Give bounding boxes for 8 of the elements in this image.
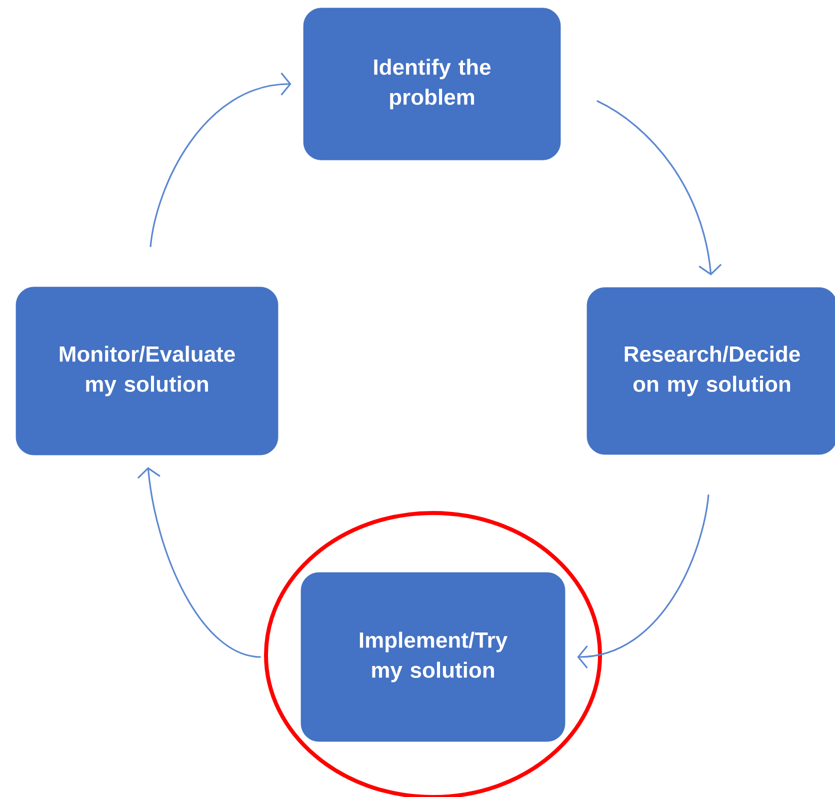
process-box: Monitor/Evaluate my solution — [16, 286, 278, 456]
arrow — [150, 72, 292, 248]
arrow — [577, 494, 710, 668]
arrow — [596, 100, 722, 276]
process-box: Implement/Try my solution — [300, 572, 566, 742]
arrow — [137, 467, 261, 658]
process-box: Research/Decide on my solution — [586, 287, 835, 455]
process-box: Identify the problem — [303, 8, 561, 160]
